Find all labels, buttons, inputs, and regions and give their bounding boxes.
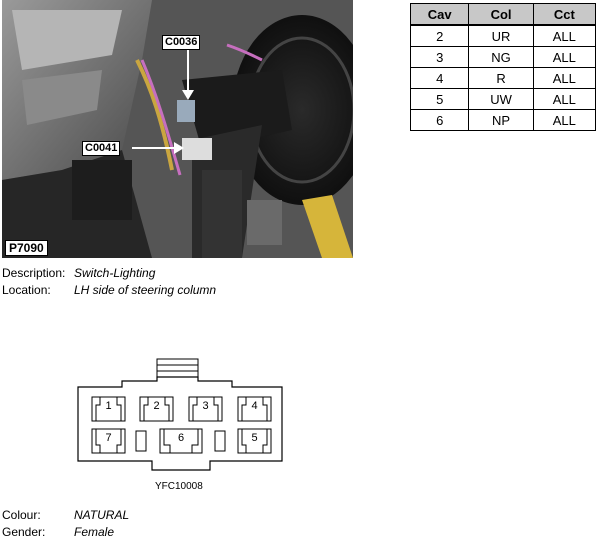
table-row: 3 NG ALL: [409, 46, 596, 68]
diagram-reference: YFC10008: [155, 481, 203, 492]
pin-6-label: 6: [178, 432, 184, 444]
pin-7-label: 7: [105, 432, 111, 444]
pin-2-label: 2: [153, 400, 159, 412]
pin-5-label: 5: [251, 432, 257, 444]
colour-line: Colour: NATURAL: [2, 508, 129, 523]
cavity-1: 1: [91, 396, 126, 422]
description-line: Description: Switch-Lighting: [2, 266, 155, 281]
header-cav: Cav: [409, 3, 470, 26]
connector-c0036-callout: C0036: [162, 35, 201, 50]
location-label: Location:: [2, 283, 51, 297]
table-row: 4 R ALL: [409, 67, 596, 89]
cell-cav: 2: [409, 24, 470, 47]
location-line: Location: LH side of steering column: [2, 283, 216, 298]
cell-cct: ALL: [532, 88, 596, 110]
cavity-5: 5: [237, 428, 272, 454]
colour-label: Colour:: [2, 508, 41, 522]
cavity-7: 7: [91, 428, 126, 454]
cell-cct: ALL: [532, 24, 596, 47]
cell-col: UW: [468, 88, 534, 110]
description-value: Switch-Lighting: [74, 266, 156, 280]
table-row: 6 NP ALL: [409, 109, 596, 131]
pin-3-label: 3: [202, 400, 208, 412]
location-value: LH side of steering column: [74, 283, 217, 297]
cell-cct: ALL: [532, 46, 596, 68]
cell-col: NP: [468, 109, 534, 131]
table-row: 2 UR ALL: [409, 24, 596, 47]
cell-cav: 4: [409, 67, 470, 89]
cell-cct: ALL: [532, 67, 596, 89]
component-photo: C0036 C0041 P7090: [2, 0, 353, 258]
keyway-slot: [214, 430, 226, 452]
pin-4-label: 4: [251, 400, 257, 412]
cell-cav: 5: [409, 88, 470, 110]
pin-table-header: Cav Col Cct: [409, 3, 596, 26]
pin-table: Cav Col Cct 2 UR ALL 3 NG ALL 4 R ALL 5 …: [409, 3, 596, 131]
gender-value: Female: [74, 525, 115, 539]
gender-line: Gender: Female: [2, 525, 114, 540]
pin-1-label: 1: [105, 400, 111, 412]
photo-illustration: [2, 0, 353, 258]
cell-cav: 6: [409, 109, 470, 131]
table-row: 5 UW ALL: [409, 88, 596, 110]
colour-value: NATURAL: [74, 508, 130, 522]
keyway-slot: [135, 430, 147, 452]
header-col: Col: [468, 3, 534, 26]
connector-c0041-callout: C0041: [82, 141, 121, 156]
cell-col: NG: [468, 46, 534, 68]
cavity-4: 4: [237, 396, 272, 422]
cavity-3: 3: [188, 396, 223, 422]
cavity-6: 6: [159, 428, 203, 454]
cell-col: R: [468, 67, 534, 89]
cell-col: UR: [468, 24, 534, 47]
cell-cav: 3: [409, 46, 470, 68]
description-label: Description:: [2, 266, 66, 280]
cell-cct: ALL: [532, 109, 596, 131]
cavity-2: 2: [139, 396, 174, 422]
gender-label: Gender:: [2, 525, 46, 539]
header-cct: Cct: [532, 3, 596, 26]
connector-face-diagram: 1 2 3 4 7 6: [70, 357, 300, 482]
photo-id-label: P7090: [5, 240, 48, 256]
